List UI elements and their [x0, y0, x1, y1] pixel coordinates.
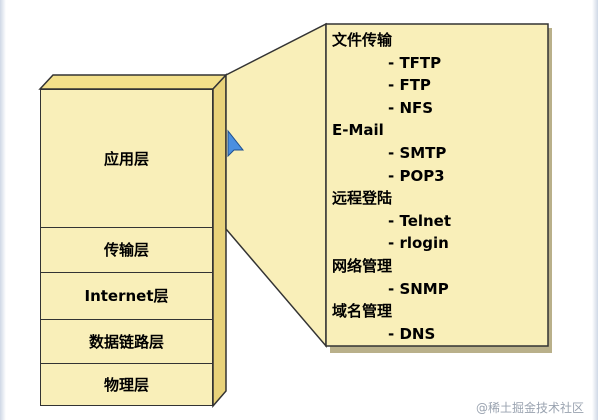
application-protocol-list: 文件传输 - TFTP - FTP - NFS E-Mail - SMTP - …: [332, 29, 451, 345]
cursor-icon: [227, 129, 245, 158]
category-email: E-Mail: [332, 121, 384, 140]
category-remote-login: 远程登陆: [332, 189, 393, 208]
protocol-item: - SNMP: [388, 279, 449, 298]
category-network-management: 网络管理: [332, 256, 393, 275]
protocol-item: - rlogin: [388, 234, 449, 253]
stack-side-face: [212, 73, 227, 409]
layer-transport: 传输层: [41, 227, 212, 273]
protocol-stack: 应用层 传输层 Internet层 数据链路层 物理层: [40, 89, 213, 406]
protocol-item: - TFTP: [388, 53, 442, 72]
protocol-item: - FTP: [388, 76, 431, 95]
layer-physical: 物理层: [41, 363, 212, 405]
layer-datalink: 数据链路层: [41, 319, 212, 364]
layer-physical-label: 物理层: [103, 375, 149, 394]
stack-top-face: [38, 74, 228, 90]
callout-box: [325, 23, 549, 347]
layer-datalink-label: 数据链路层: [88, 332, 164, 351]
layer-internet: Internet层: [41, 272, 212, 320]
layer-internet-label: Internet层: [84, 287, 169, 305]
protocol-item: - SMTP: [388, 143, 447, 162]
category-file-transfer: 文件传输: [332, 31, 393, 49]
category-domain-management: 域名管理: [332, 302, 393, 321]
protocol-item: - Telnet: [388, 211, 452, 230]
protocol-item: - NFS: [388, 98, 434, 117]
left-edge-shade: [0, 0, 6, 420]
protocol-item: - DNS: [388, 324, 436, 343]
protocol-item: - POP3: [388, 166, 445, 185]
right-edge-shade: [592, 0, 598, 420]
layer-application: 应用层: [41, 90, 212, 228]
callout-connector: [225, 22, 327, 349]
watermark-text: @稀土掘金技术社区: [475, 401, 584, 415]
layer-transport-label: 传输层: [103, 241, 149, 259]
layer-application-label: 应用层: [103, 150, 149, 168]
